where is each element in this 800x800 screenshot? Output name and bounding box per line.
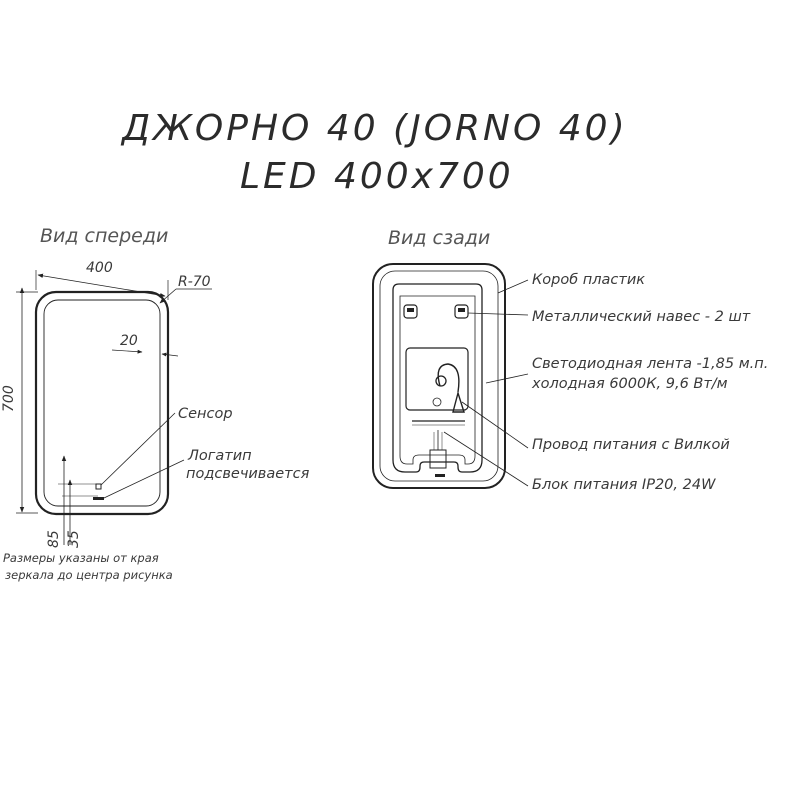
label-hangers: Металлический навес - 2 шт <box>532 309 751 325</box>
radius-leader <box>159 288 177 304</box>
plug-icon <box>452 390 465 413</box>
title-line-1: ДЖОРНО 40 (JORNO 40) <box>120 108 628 149</box>
title-line-2: LED 400x700 <box>240 156 514 197</box>
sensor-back-icon <box>432 397 442 407</box>
plastic-box-inner <box>399 295 476 465</box>
dim-radius-label: R-70 <box>178 274 211 290</box>
inset-dimension-line <box>161 352 179 357</box>
leader-psu <box>443 431 529 487</box>
power-cable <box>437 363 460 393</box>
label-led-line1: Светодиодная лента -1,85 м.п. <box>532 356 768 372</box>
sensor-icon <box>95 483 102 490</box>
dim-bottom-sensor-label: 85 <box>46 530 62 548</box>
leader-cable <box>461 401 529 449</box>
title-block: ДЖОРНО 40 (JORNO 40) LED 400x700 <box>120 108 628 197</box>
label-psu: Блок питания IP20, 24W <box>532 477 716 493</box>
back-view: Вид сзади <box>372 227 768 493</box>
dim-height-label: 700 <box>1 385 17 412</box>
back-view-heading: Вид сзади <box>388 227 490 249</box>
back-mirror-outline <box>372 263 506 489</box>
dim-bottom-logo-label: 35 <box>66 530 82 548</box>
dim-inset-label: 20 <box>120 333 138 349</box>
front-view: Вид спереди 400 700 R-70 20 85 35 <box>1 225 310 582</box>
sensor-leader <box>100 412 176 486</box>
leader-box <box>497 279 529 294</box>
power-supply-icon <box>429 449 447 469</box>
leader-hangers <box>467 312 529 316</box>
label-logo-line2: подсвечивается <box>186 466 310 482</box>
dim-width-label: 400 <box>86 260 113 276</box>
label-cable: Провод питания с Вилкой <box>532 437 730 453</box>
logo-icon <box>93 497 104 500</box>
logo-leader <box>103 459 185 499</box>
hanger-right <box>454 304 469 319</box>
electronics-panel <box>405 347 469 411</box>
mirror-outline <box>34 290 170 516</box>
label-box: Короб пластик <box>532 272 645 288</box>
cable-plug-icon <box>435 375 447 387</box>
leader-led <box>485 373 529 384</box>
led-frame-line <box>43 299 161 507</box>
back-inner-outline <box>379 270 499 482</box>
label-logo-line1: Логатип <box>187 448 252 464</box>
back-logo-icon <box>435 474 445 477</box>
hanger-left <box>403 304 418 319</box>
front-view-heading: Вид спереди <box>40 225 168 247</box>
note-line-2: зеркала до центра рисунка <box>5 568 173 582</box>
label-sensor: Сенсор <box>178 406 233 422</box>
note-line-1: Размеры указаны от края <box>3 551 159 565</box>
label-led-line2: холодная 6000К, 9,6 Вт/м <box>531 376 728 392</box>
plastic-box <box>392 283 483 473</box>
width-dimension-line <box>37 273 166 298</box>
